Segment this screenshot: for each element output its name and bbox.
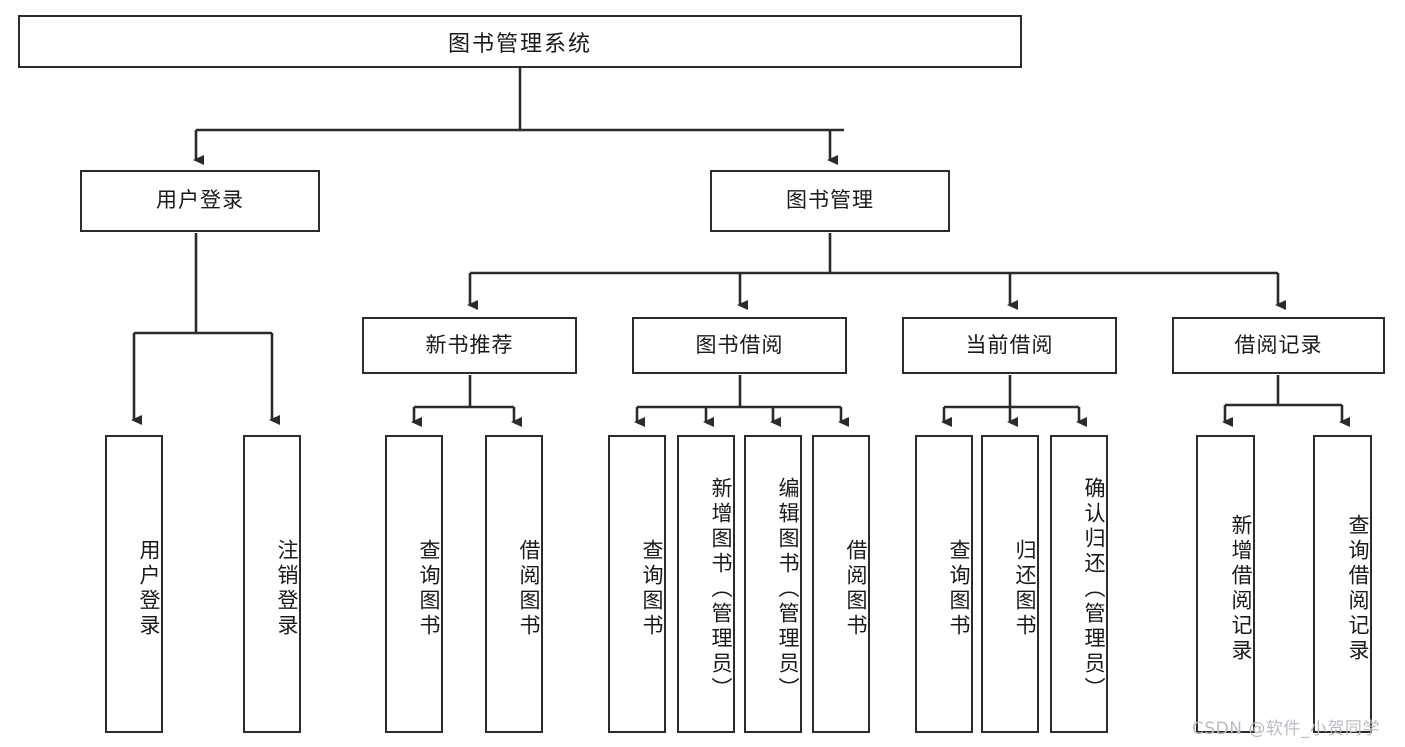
leaf-borrow-borrow-book[interactable]: 借阅图书: [812, 435, 870, 733]
node-label: 查询图书: [417, 539, 441, 639]
leaf-record-query-record[interactable]: 查询借阅记录: [1313, 435, 1372, 733]
leaf-current-return-book[interactable]: 归还图书: [981, 435, 1039, 733]
leaf-borrow-query-book[interactable]: 查询图书: [608, 435, 666, 733]
leaf-user-login-logout[interactable]: 注销登录: [243, 435, 301, 733]
node-label: 借阅图书: [844, 539, 868, 639]
leaf-current-query-book[interactable]: 查询图书: [915, 435, 973, 733]
node-label: 查询借阅记录: [1346, 514, 1370, 664]
node-label: 新书推荐: [425, 332, 514, 357]
leaf-recommend-query-book[interactable]: 查询图书: [385, 435, 443, 733]
node-label: 确认归还（管理员）: [1082, 476, 1106, 702]
node-label: 编辑图书（管理员）: [776, 476, 800, 702]
leaf-user-login-login[interactable]: 用户登录: [105, 435, 163, 733]
node-user-login[interactable]: 用户登录: [80, 170, 320, 232]
node-label: 用户登录: [137, 539, 161, 639]
node-borrow-record[interactable]: 借阅记录: [1172, 317, 1385, 374]
node-book-management[interactable]: 图书管理: [710, 170, 950, 232]
node-book-borrow[interactable]: 图书借阅: [632, 317, 847, 374]
node-label: 图书管理: [786, 188, 874, 213]
node-label: 图书管理系统: [447, 31, 592, 57]
node-label: 用户登录: [156, 188, 244, 213]
node-label: 归还图书: [1013, 539, 1037, 639]
watermark-credit: CSDN @软件_小贺同学: [1192, 719, 1380, 739]
leaf-borrow-edit-book[interactable]: 编辑图书（管理员）: [744, 435, 802, 733]
leaf-record-add-record[interactable]: 新增借阅记录: [1196, 435, 1255, 733]
leaf-borrow-add-book[interactable]: 新增图书（管理员）: [677, 435, 735, 733]
leaf-current-confirm-return[interactable]: 确认归还（管理员）: [1050, 435, 1108, 733]
node-label: 查询图书: [640, 539, 664, 639]
node-label: 注销登录: [275, 539, 299, 639]
node-label: 借阅记录: [1234, 332, 1323, 357]
node-label: 新增借阅记录: [1229, 514, 1253, 664]
leaf-recommend-borrow-book[interactable]: 借阅图书: [485, 435, 543, 733]
node-label: 新增图书（管理员）: [709, 476, 733, 702]
node-current-borrow[interactable]: 当前借阅: [902, 317, 1117, 374]
node-label: 当前借阅: [965, 332, 1054, 357]
node-root-system[interactable]: 图书管理系统: [18, 15, 1022, 68]
node-label: 查询图书: [947, 539, 971, 639]
node-label: 图书借阅: [695, 332, 784, 357]
node-label: 借阅图书: [517, 539, 541, 639]
node-new-book-recommend[interactable]: 新书推荐: [362, 317, 577, 374]
